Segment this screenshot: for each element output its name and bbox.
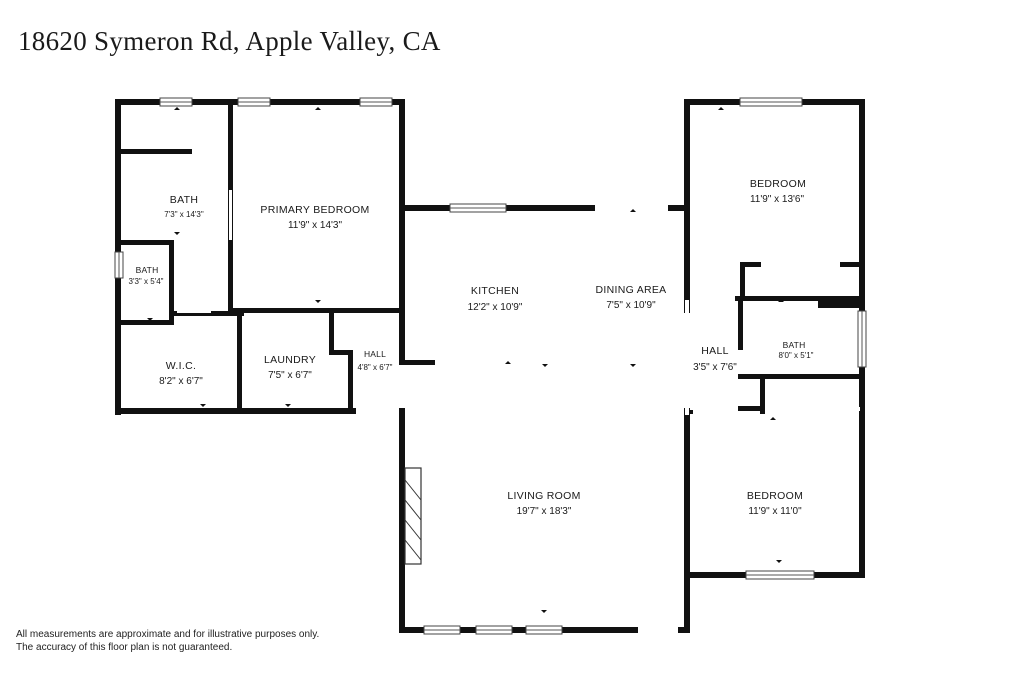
windows xyxy=(114,97,867,635)
room-dimensions: 7'5" x 10'9" xyxy=(606,300,656,311)
room-hall-right: HALL 3'5" x 7'6" xyxy=(693,345,737,373)
room-name: BATH xyxy=(783,340,806,350)
measure-ticks xyxy=(147,107,784,613)
disclaimer-line: The accuracy of this floor plan is not g… xyxy=(16,642,233,653)
room-bath-small: BATH 3'3" x 5'4" xyxy=(129,265,164,286)
room-name: BEDROOM xyxy=(747,490,803,502)
room-dimensions: 7'3" x 14'3" xyxy=(164,210,204,219)
fireplace xyxy=(404,467,422,565)
room-dimensions: 4'8" x 6'7" xyxy=(358,363,393,372)
room-living-room: LIVING ROOM 19'7" x 18'3" xyxy=(507,490,580,517)
room-dimensions: 19'7" x 18'3" xyxy=(517,506,572,517)
room-name: BEDROOM xyxy=(750,178,806,190)
room-name: DINING AREA xyxy=(596,284,667,296)
room-kitchen: KITCHEN 12'2" x 10'9" xyxy=(468,285,523,313)
room-bedroom-bottom: BEDROOM 11'9" x 11'0" xyxy=(747,490,803,517)
door-openings xyxy=(177,190,860,634)
page-title: 18620 Symeron Rd, Apple Valley, CA xyxy=(18,26,441,56)
room-bedroom-top: BEDROOM 11'9" x 13'6" xyxy=(750,178,806,205)
room-dimensions: 3'3" x 5'4" xyxy=(129,277,164,286)
room-name: PRIMARY BEDROOM xyxy=(260,204,369,216)
room-dimensions: 11'9" x 11'0" xyxy=(748,506,802,517)
room-primary-bedroom: PRIMARY BEDROOM 11'9" x 14'3" xyxy=(260,204,369,231)
room-dimensions: 11'9" x 13'6" xyxy=(750,194,805,205)
disclaimer: All measurements are approximate and for… xyxy=(16,628,319,654)
room-name: KITCHEN xyxy=(471,285,519,297)
room-bath-main: BATH 7'3" x 14'3" xyxy=(164,194,204,219)
room-name: BATH xyxy=(136,265,159,275)
room-bath-right: BATH 8'0" x 5'1" xyxy=(779,340,814,360)
room-dining-area: DINING AREA 7'5" x 10'9" xyxy=(596,284,667,311)
room-dimensions: 8'2" x 6'7" xyxy=(159,376,203,387)
room-dimensions: 11'9" x 14'3" xyxy=(288,220,343,231)
room-name: HALL xyxy=(364,349,386,359)
room-name: LIVING ROOM xyxy=(507,490,580,502)
room-name: BATH xyxy=(170,194,198,206)
room-dimensions: 12'2" x 10'9" xyxy=(468,302,523,313)
room-name: HALL xyxy=(701,345,728,357)
room-laundry: LAUNDRY 7'5" x 6'7" xyxy=(264,354,316,381)
room-hall-left: HALL 4'8" x 6'7" xyxy=(358,349,393,372)
disclaimer-line: All measurements are approximate and for… xyxy=(16,629,320,640)
room-wic: W.I.C. 8'2" x 6'7" xyxy=(159,360,203,387)
room-dimensions: 3'5" x 7'6" xyxy=(693,362,737,373)
room-dimensions: 8'0" x 5'1" xyxy=(779,351,814,360)
room-name: W.I.C. xyxy=(166,360,196,372)
room-name: LAUNDRY xyxy=(264,354,316,366)
room-dimensions: 7'5" x 6'7" xyxy=(268,370,312,381)
